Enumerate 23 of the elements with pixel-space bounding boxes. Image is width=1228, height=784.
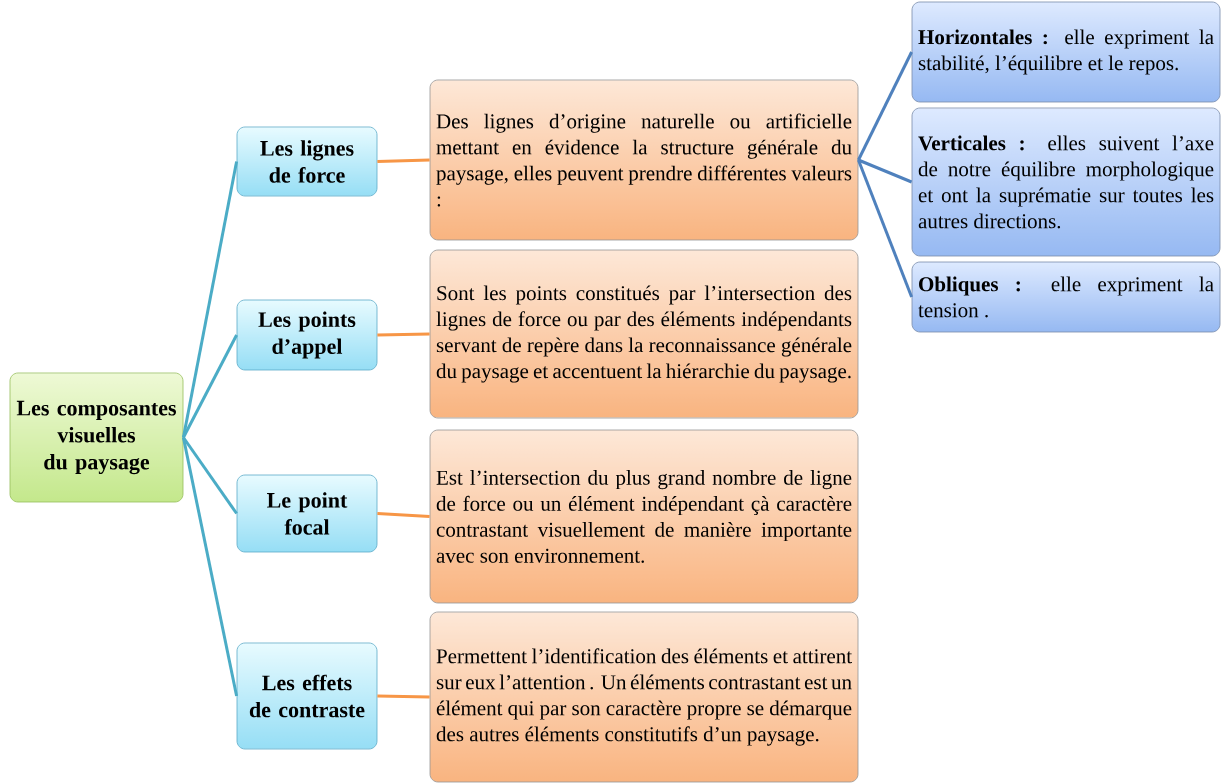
description-box: Est l’intersection du plus grand nombre de ligne de force ou un élément indépendant çà caractère contrastant visuellement de manière importante avec son environnement. bbox=[429, 429, 859, 604]
topic-box: Les points d’appel bbox=[236, 299, 378, 371]
topic-box: Les effets de contraste bbox=[236, 642, 378, 750]
value-box: Horizontales : elle expriment la stabilité, l’équilibre et le repos. bbox=[911, 1, 1221, 103]
connector-line bbox=[181, 437, 239, 697]
connector-line bbox=[857, 51, 913, 161]
connector-line bbox=[181, 161, 239, 438]
connector-line bbox=[377, 332, 430, 337]
topic-box: Le point focal bbox=[236, 474, 378, 553]
value-box: Obliques : elle expriment la tension . bbox=[911, 261, 1221, 333]
description-box: Permettent l’identification des éléments et attirent sur eux l’attention . Un éléments contrastant est un élément qui par son caractère propre se démarque des autres éléments constitutifs d’un paysage. bbox=[429, 611, 859, 783]
root-box: Les composantes visuelles du paysage bbox=[9, 372, 184, 503]
connector-line bbox=[377, 694, 430, 699]
connector-line bbox=[857, 158, 913, 184]
connector-line bbox=[857, 159, 913, 298]
connector-line bbox=[377, 158, 430, 163]
connector-line bbox=[182, 436, 238, 515]
connector-line bbox=[182, 334, 238, 439]
topic-box: Les lignes de force bbox=[236, 126, 378, 197]
connector-line bbox=[377, 512, 430, 518]
description-box: Des lignes d’origine naturelle ou artificielle mettant en évidence la structure générale du paysage, elles peuvent prendre différentes valeurs : bbox=[429, 79, 859, 241]
description-box: Sont les points constitués par l’intersection des lignes de force ou par des éléments indépendants servant de repère dans la reconnaissance générale du paysage et accentuent la hiérarchie du paysage. bbox=[429, 249, 859, 419]
value-box: Verticales : elles suivent l’axe de notre équilibre morphologique et ont la suprématie sur toutes les autres directions. bbox=[911, 107, 1221, 257]
